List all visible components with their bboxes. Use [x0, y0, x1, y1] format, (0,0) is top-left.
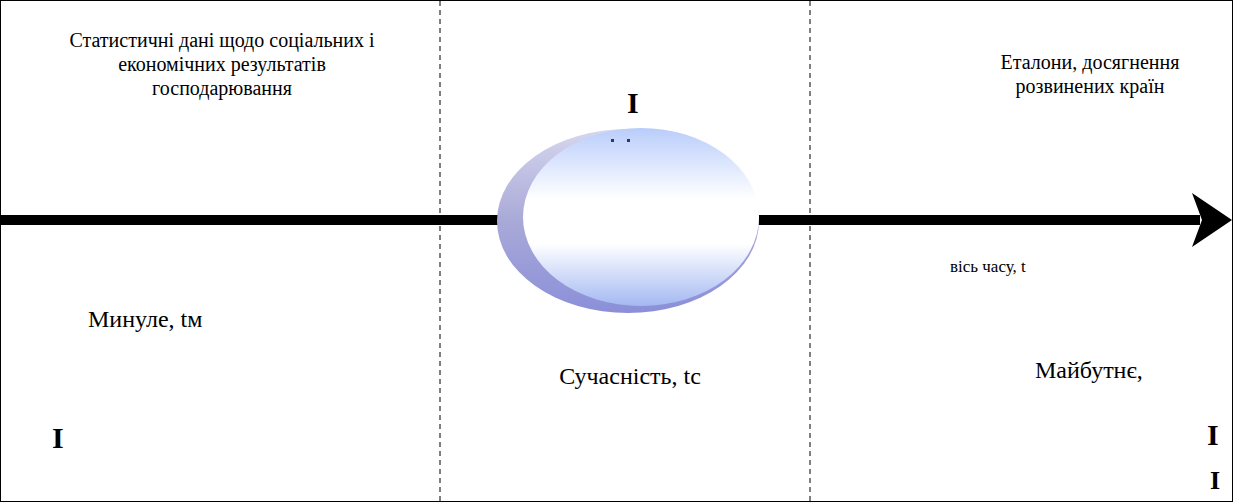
- index-mark: I: [627, 88, 647, 118]
- dot-mark: [611, 139, 614, 142]
- target-note: Еталони, досягнення розвинених країн: [955, 50, 1225, 98]
- period-label: Майбутнє,: [1035, 356, 1215, 385]
- dot-mark: [627, 139, 630, 142]
- index-mark: I: [52, 423, 72, 453]
- divider-line: [810, 1, 811, 501]
- present-ellipse: [497, 129, 759, 313]
- present-ellipse-inner: [523, 128, 759, 306]
- index-mark: I: [1207, 420, 1227, 450]
- axis-arrowhead: [1192, 193, 1232, 247]
- axis-label: вісь часу, t: [950, 257, 1150, 277]
- period-label: Минуле, tм: [88, 305, 388, 334]
- divider-line: [440, 1, 441, 501]
- source-note: Статистичні дані щодо соціальних і еконо…: [62, 28, 382, 100]
- index-mark: I: [1210, 468, 1228, 494]
- period-label: Сучасність, tс: [470, 362, 790, 391]
